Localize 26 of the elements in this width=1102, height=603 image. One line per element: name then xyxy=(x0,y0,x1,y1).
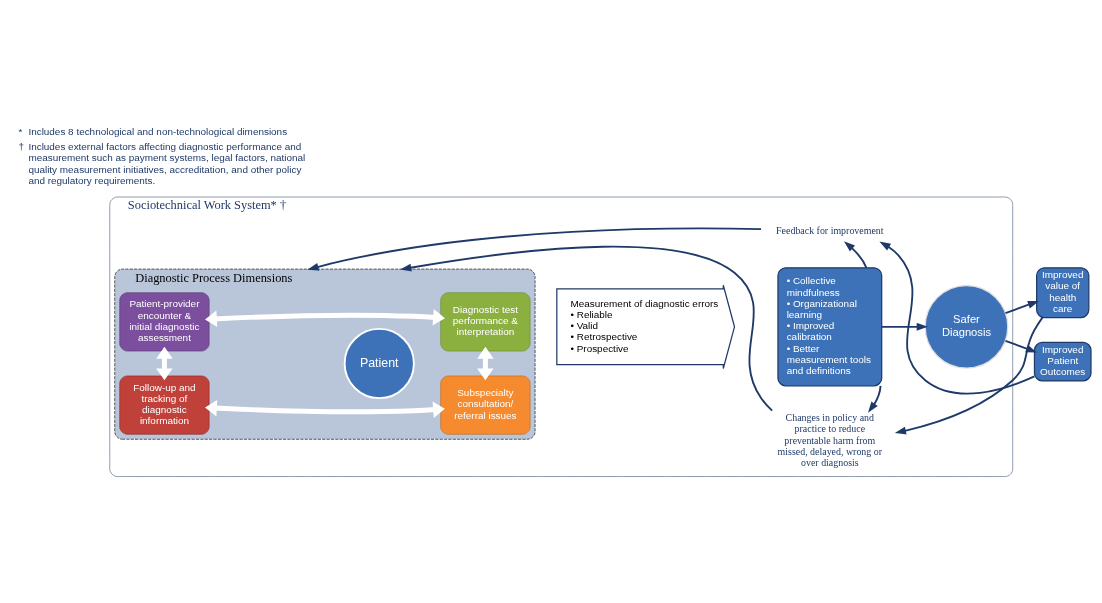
arrow xyxy=(1004,300,1040,314)
arrow xyxy=(205,399,445,418)
node-box: Improved value of health care xyxy=(1036,266,1090,318)
arrow xyxy=(868,384,882,413)
arrow xyxy=(843,240,868,269)
arrow xyxy=(477,346,494,380)
arrow xyxy=(156,346,173,380)
node-box: • Collective mindfulness • Organizational learning • Improved calibration • Better measurement tools and definitions xyxy=(777,266,883,386)
label: Includes 8 technological and non-technological dimensions xyxy=(28,125,288,137)
arrow xyxy=(400,245,774,411)
node-circle: Patient xyxy=(343,327,415,399)
node-box: Follow-up and tracking of diagnostic information xyxy=(119,375,210,435)
node-circle: Safer Diagnosis xyxy=(924,284,1009,369)
arrow xyxy=(880,322,928,331)
node-box: Patient-provider encounter & initial diagnostic assessment xyxy=(119,291,210,351)
node-box: Subspecialty consultation/ referral issues xyxy=(440,375,531,435)
label: Includes external factors affecting diagnostic performance and measurement such as payment systems, legal factors, national quality measurement initiatives, accreditation, and other policy and regulatory requirements. xyxy=(28,140,306,186)
arrow xyxy=(894,316,1044,434)
node-text: Feedback for improvement xyxy=(776,224,884,236)
node-box: Improved Patient Outcomes xyxy=(1033,341,1092,381)
node-text: Changes in policy and practice to reduce preventable harm from missed, delayed, wrong or over diagnosis xyxy=(777,411,883,468)
label: * xyxy=(18,125,23,137)
label: † xyxy=(18,140,24,152)
node-box: Diagnostic test performance & interpretation xyxy=(440,291,531,351)
arrow xyxy=(205,308,445,327)
arrow xyxy=(307,227,762,271)
